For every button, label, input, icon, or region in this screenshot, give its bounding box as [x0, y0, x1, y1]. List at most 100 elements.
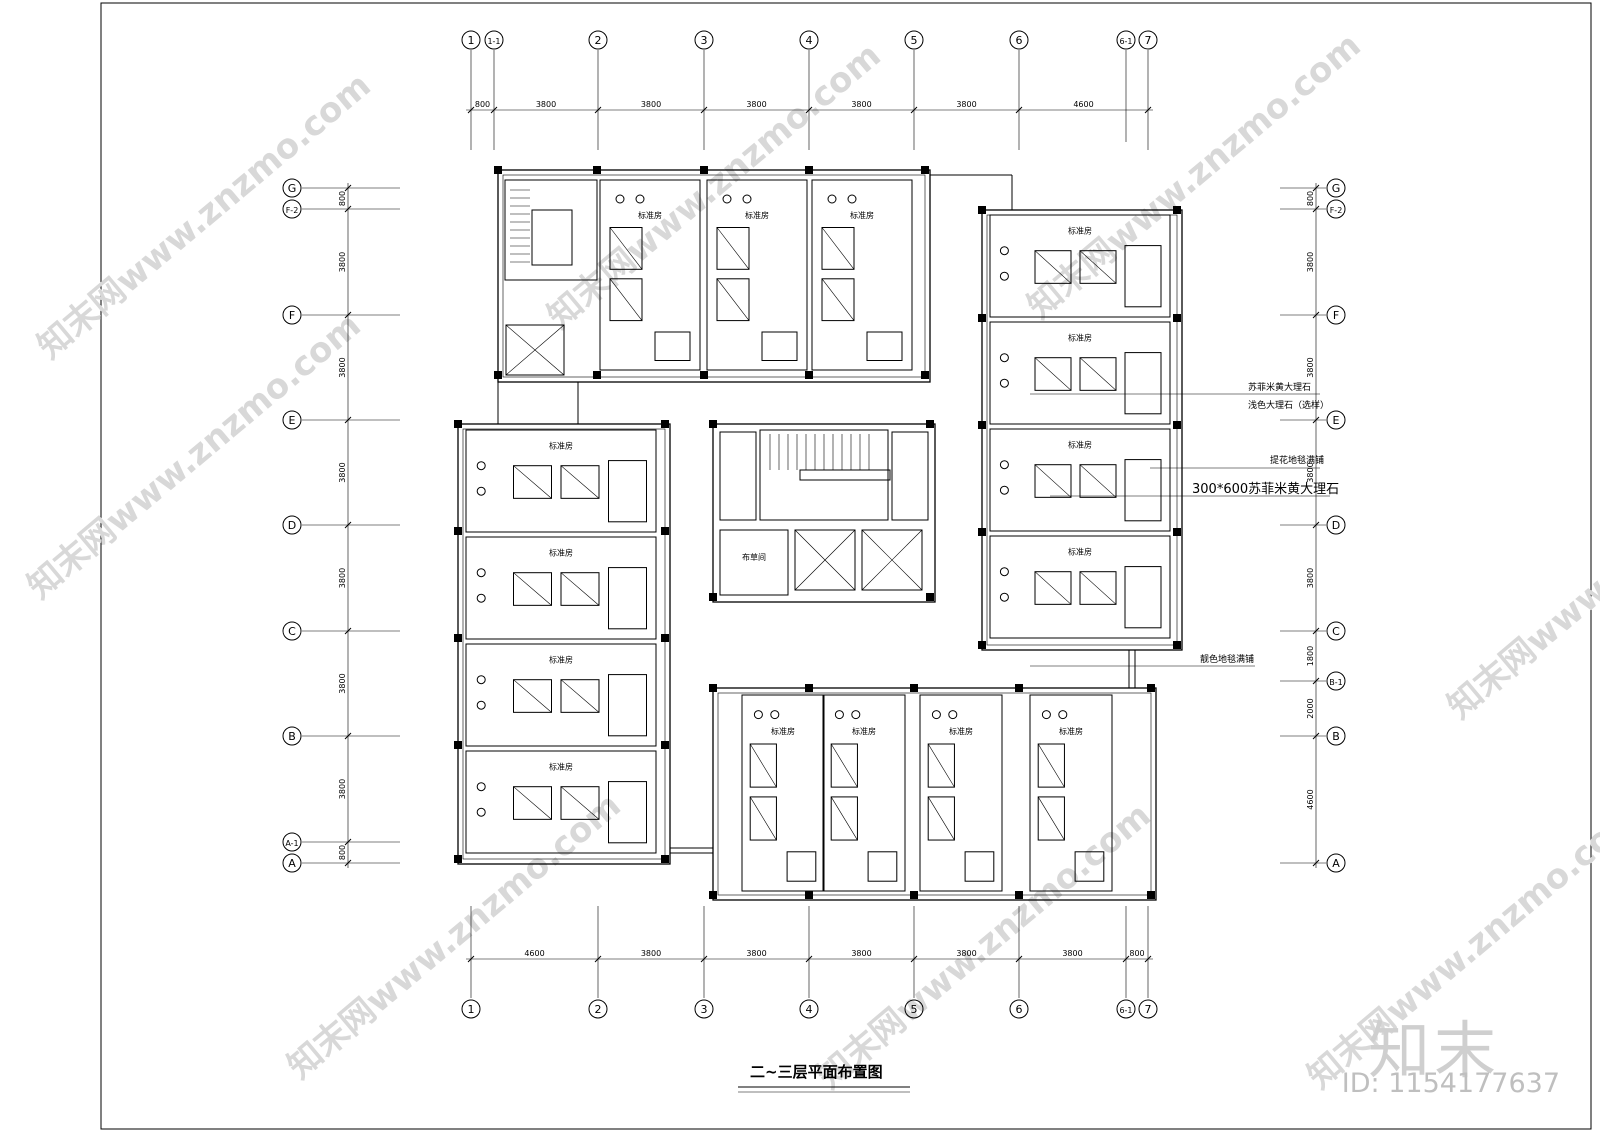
column	[494, 166, 502, 174]
dim-value: 3800	[851, 949, 871, 958]
bed-fold	[927, 796, 955, 841]
bed	[1079, 571, 1117, 605]
column	[910, 684, 918, 692]
dim-value: 3800	[338, 252, 347, 272]
axis-bubble	[1326, 853, 1346, 873]
column	[709, 891, 717, 899]
bed-fold	[513, 786, 552, 820]
bed-fold	[1037, 743, 1065, 788]
axis-label: B	[288, 730, 296, 743]
bed	[821, 278, 855, 322]
bathroom	[1074, 851, 1105, 882]
room-label: 标准房	[1059, 726, 1083, 736]
chair	[999, 353, 1009, 363]
column	[978, 206, 986, 214]
bed-fold	[513, 572, 552, 606]
dim-tick	[1122, 955, 1130, 963]
axis-label: 4	[806, 1003, 813, 1016]
corridor-nw	[497, 381, 579, 425]
chair	[999, 485, 1009, 495]
axis-bubble	[282, 199, 302, 219]
chair	[948, 710, 958, 720]
dim-value: 3800	[338, 462, 347, 482]
column	[661, 527, 669, 535]
axis-bubble	[1326, 178, 1346, 198]
axis-bubble	[282, 832, 302, 852]
chair	[999, 567, 1009, 577]
dim-tick	[344, 838, 352, 846]
dim-value: 3800	[641, 100, 661, 109]
axis-label: A-1	[285, 839, 298, 848]
column	[709, 684, 717, 692]
dim-value: 3800	[338, 568, 347, 588]
column	[1147, 684, 1155, 692]
room-outline	[465, 750, 657, 854]
bed-fold	[830, 796, 858, 841]
wing-east	[981, 209, 1183, 651]
dim-tick	[805, 955, 813, 963]
column	[1173, 314, 1181, 322]
chair	[999, 378, 1009, 388]
room-north: 标准房	[599, 179, 701, 371]
axis-label: 6-1	[1119, 1006, 1132, 1015]
axis-bubble	[1116, 30, 1136, 50]
chair	[770, 710, 780, 720]
room-north: 标准房	[811, 179, 913, 371]
drawing-frame	[100, 2, 1592, 1130]
watermark-text: 知末网www.znzmo.com	[540, 35, 889, 337]
bed	[1034, 464, 1072, 498]
dim-tick	[467, 955, 475, 963]
room-outline	[706, 179, 808, 371]
bed-fold	[609, 227, 643, 270]
room-label: 标准房	[549, 440, 573, 450]
dim-value: 3800	[1306, 568, 1315, 588]
dim-value: 4600	[1306, 789, 1315, 809]
column	[805, 684, 813, 692]
dim-tick	[700, 955, 708, 963]
bed	[1079, 250, 1117, 284]
room-label: 标准房	[949, 726, 973, 736]
column	[454, 855, 462, 863]
axis-bubble	[1326, 410, 1346, 430]
axis-bubble	[282, 410, 302, 430]
bed	[1037, 743, 1065, 788]
stair-well	[531, 209, 573, 266]
bed-fold	[1079, 571, 1117, 605]
chair	[834, 710, 844, 720]
chair	[1058, 710, 1068, 720]
room-outline	[989, 321, 1171, 425]
room-outline	[989, 214, 1171, 318]
room-outline	[822, 694, 906, 892]
axis-label: E	[1333, 414, 1340, 427]
bed	[927, 796, 955, 841]
dim-value: 3800	[536, 100, 556, 109]
stair-north	[504, 179, 598, 281]
chair	[1041, 710, 1051, 720]
chair	[722, 194, 732, 204]
wing-south-inner	[717, 692, 1152, 896]
room-south: 标准房	[919, 694, 1003, 892]
dim-tick	[1144, 106, 1152, 114]
axis-label: F-2	[286, 206, 299, 215]
annotation-jacquard-carpet: 提花地毯满铺	[1270, 454, 1324, 466]
dim-tick	[1312, 521, 1320, 529]
bathroom	[786, 851, 817, 882]
chair	[476, 568, 486, 578]
column	[978, 641, 986, 649]
bed-fold	[716, 227, 750, 270]
column	[1147, 891, 1155, 899]
dim-tick	[594, 106, 602, 114]
column	[978, 528, 986, 536]
axis-label: 2	[595, 34, 602, 47]
dim-tick	[344, 521, 352, 529]
column	[1015, 684, 1023, 692]
guest-rooms: 标准房标准房标准房标准房标准房标准房标准房标准房标准房标准房标准房标准房标准房标…	[465, 179, 1171, 892]
axis-bubble	[1138, 30, 1158, 50]
bed	[1037, 796, 1065, 841]
column	[1173, 641, 1181, 649]
bed-fold	[560, 572, 600, 606]
axis-bubble	[1116, 999, 1136, 1019]
